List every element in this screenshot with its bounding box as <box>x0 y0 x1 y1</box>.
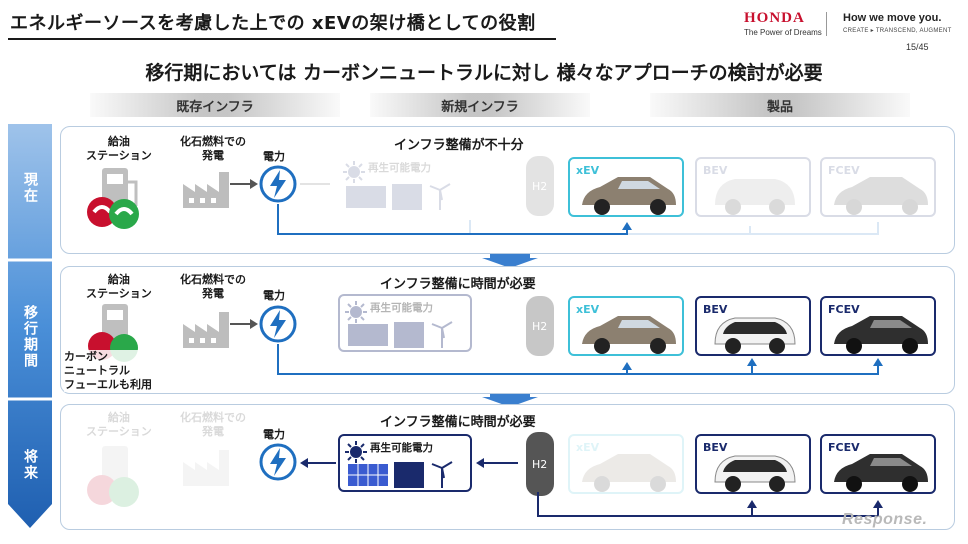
slogan-sub: CREATE ▸ TRANSCEND, AUGMENT <box>843 28 952 34</box>
vehicle-name: BEV <box>703 164 728 177</box>
slogan: How we move you. CREATE ▸ TRANSCEND, AUG… <box>843 12 952 34</box>
svg-text:H2: H2 <box>532 458 547 471</box>
vehicle-name: xEV <box>576 303 600 316</box>
vehicle-card-xev: xEV <box>568 434 684 494</box>
vehicle-name: xEV <box>576 164 600 177</box>
slogan-main: How we move you. <box>843 12 942 24</box>
fossil-power-label: 化石燃料での発電 <box>180 411 246 438</box>
honda-logo: HONDA <box>744 10 805 26</box>
fuel-station-label: 給油ステーション <box>86 411 152 438</box>
power-flow-lines <box>537 492 883 517</box>
stage-label-transition: 移行期間 <box>22 305 38 369</box>
hydrogen-tank-icon: H2 <box>526 296 554 356</box>
fuel-pump-icon <box>87 446 139 507</box>
stage-label-future: 将来 <box>22 449 38 481</box>
stage-label-now: 現在 <box>22 172 38 204</box>
solar-panel-icon <box>348 321 453 348</box>
suv-icon <box>834 316 928 354</box>
arrow-icon <box>476 458 518 468</box>
page-total: /45 <box>916 42 929 52</box>
fossil-power-label: 化石燃料での発電 <box>180 135 246 162</box>
power-flow-lines <box>277 204 879 235</box>
down-arrow-1 <box>482 252 538 268</box>
honda-brand: HONDA The Power of Dreams <box>744 10 822 37</box>
down-arrow-2 <box>482 391 538 407</box>
power-label: 電力 <box>263 428 285 441</box>
factory-icon <box>183 312 229 348</box>
compact-car-icon <box>715 179 795 215</box>
svg-text:H2: H2 <box>532 320 547 333</box>
vehicle-name: FCEV <box>828 441 860 454</box>
vehicle-card-bev: BEV <box>695 434 811 494</box>
slide-headline: 移行期においては カーボンニュートラルに対し 様々なアプローチの検討が必要 <box>145 62 823 84</box>
arrow-icon <box>230 179 258 189</box>
vehicle-card-bev: BEV <box>695 296 811 356</box>
sun-icon <box>345 441 367 463</box>
vehicle-name: FCEV <box>828 303 860 316</box>
column-header-product: 製品 <box>650 93 910 117</box>
vehicle-card-fcev: FCEV <box>820 157 936 217</box>
suv-icon <box>582 316 676 354</box>
solar-panel-icon <box>346 183 451 210</box>
infra-note: インフラ整備が不十分 <box>394 138 524 153</box>
infra-note: インフラ整備に時間が必要 <box>380 415 536 430</box>
vehicle-card-fcev: FCEV <box>820 434 936 494</box>
power-flow-lines <box>277 344 883 375</box>
vehicle-card-xev: xEV <box>568 296 684 356</box>
lightning-icon <box>259 443 297 481</box>
vehicle-name: BEV <box>703 441 728 454</box>
suv-icon <box>834 177 928 215</box>
factory-icon <box>183 172 229 208</box>
vehicle-card-xev: xEV <box>568 157 684 217</box>
fuel-pump-icon <box>87 168 139 229</box>
renewable-label: 再生可能電力 <box>368 162 431 174</box>
arrow-icon <box>300 458 336 468</box>
vehicle-name: FCEV <box>828 164 860 177</box>
fuel-station-label: 給油ステーション <box>86 273 152 300</box>
page-number: 15/45 <box>906 42 929 52</box>
sun-icon <box>345 301 367 323</box>
arrow-icon <box>300 183 330 185</box>
power-label: 電力 <box>263 289 285 302</box>
suv-icon <box>834 454 928 492</box>
renewable-box: 再生可能電力 <box>338 294 472 352</box>
infra-note: インフラ整備に時間が必要 <box>380 277 536 292</box>
suv-icon <box>582 177 676 215</box>
title-underline <box>8 38 556 40</box>
vehicle-name: BEV <box>703 303 728 316</box>
vehicle-card-fcev: FCEV <box>820 296 936 356</box>
fuel-station-label: 給油ステーション <box>86 135 152 162</box>
page-current: 15 <box>906 42 917 52</box>
power-label: 電力 <box>263 150 285 163</box>
fossil-power-label: 化石燃料での発電 <box>180 273 246 300</box>
lightning-icon <box>259 165 297 203</box>
hydrogen-tank-icon: H2 <box>526 156 554 216</box>
carbon-neutral-fuel-label: カーボンニュートラルフューエルも利用 <box>64 350 152 392</box>
renewable-label: 再生可能電力 <box>370 302 433 314</box>
lightning-icon <box>259 305 297 343</box>
column-header-existing: 既存インフラ <box>90 93 340 117</box>
brand-divider <box>826 12 827 36</box>
vehicle-name: xEV <box>576 441 600 454</box>
honda-tagline: The Power of Dreams <box>744 28 822 37</box>
renewable-label: 再生可能電力 <box>370 442 433 454</box>
sun-icon <box>343 161 365 183</box>
vehicle-card-bev: BEV <box>695 157 811 217</box>
column-header-new: 新規インフラ <box>370 93 590 117</box>
renewable-box: 再生可能電力 <box>338 156 472 214</box>
arrow-icon <box>230 319 258 329</box>
hydrogen-tank-icon: H2 <box>526 432 554 496</box>
factory-icon <box>183 450 229 486</box>
svg-text:H2: H2 <box>532 180 547 193</box>
renewable-box: 再生可能電力 <box>338 434 472 492</box>
stage-arrow <box>8 124 52 528</box>
suv-icon <box>582 454 676 492</box>
slide-title: エネルギーソースを考慮した上での xEVの架け橋としての役割 <box>10 13 536 34</box>
response-watermark: Response. <box>842 511 928 528</box>
solar-panel-icon <box>348 461 453 488</box>
compact-car-icon <box>714 455 796 492</box>
compact-car-icon <box>714 317 796 354</box>
